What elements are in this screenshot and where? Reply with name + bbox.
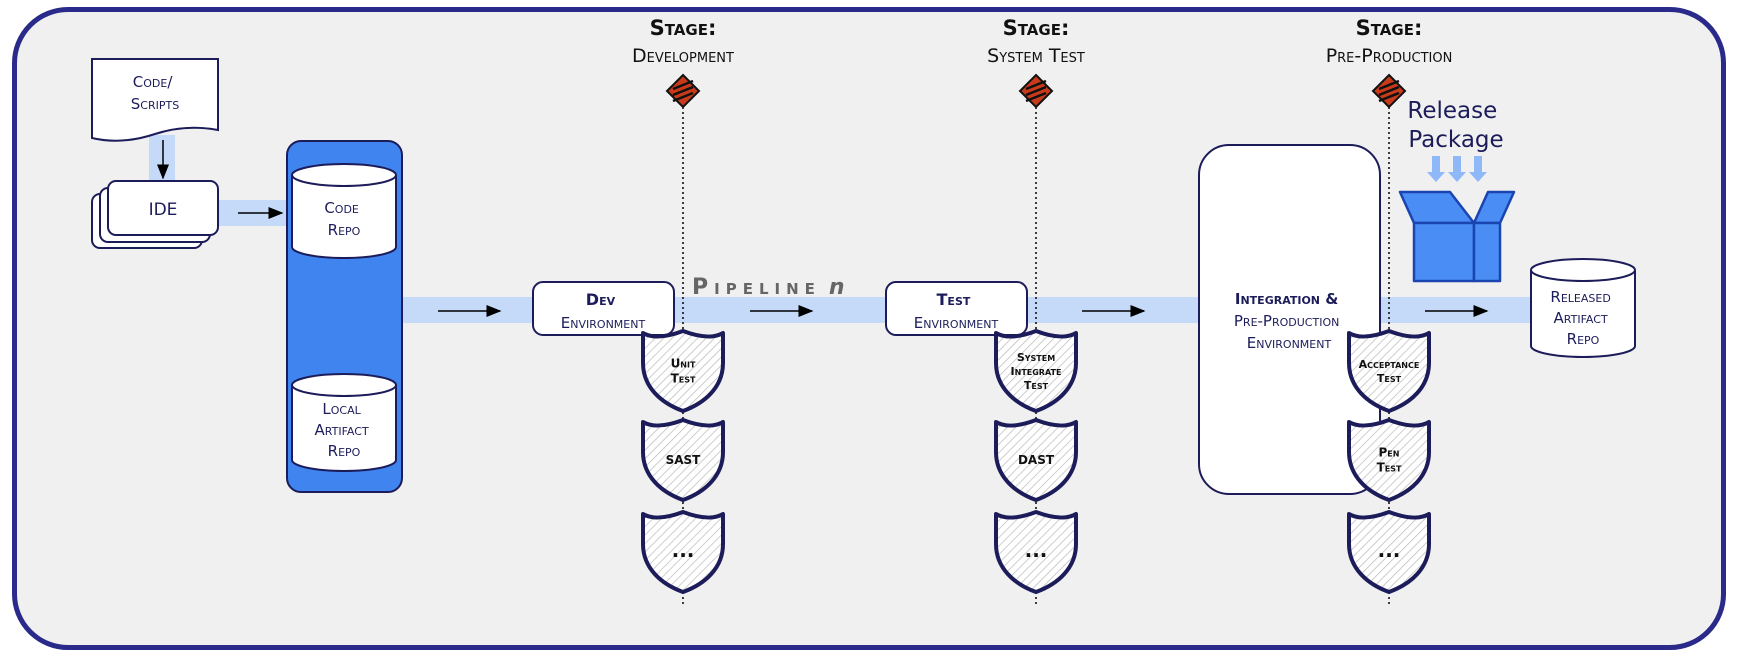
test-env-label-2: Environment — [914, 314, 999, 332]
stage-gate-icon — [1018, 73, 1054, 109]
test-env-label-1: Test — [937, 290, 971, 309]
svg-text:Local Artifact Rep: Local Artifact Repo — [315, 400, 374, 460]
stage-name: Pre-Production — [1326, 45, 1453, 67]
security-test-shield: ... — [994, 510, 1078, 594]
released-artifact-repo-cylinder — [1530, 258, 1636, 358]
int-env-label-3: Environment — [1247, 334, 1332, 352]
code-scripts-label-1: Code/ — [133, 73, 174, 91]
test-environment-box — [885, 281, 1028, 336]
dev-env-label-2: Environment — [561, 314, 646, 332]
released-repo-label-1: Released — [1550, 288, 1610, 306]
security-test-shield: SAST — [641, 418, 725, 502]
security-test-shield: DAST — [994, 418, 1078, 502]
security-test-shield: ... — [1347, 510, 1431, 594]
code-scripts-label-2: Scripts — [131, 95, 179, 113]
security-test-label: ... — [1378, 538, 1401, 562]
security-test-label: DAST — [1018, 453, 1055, 467]
ide-window — [107, 180, 219, 236]
local-repo-label-2: Artifact — [315, 421, 369, 439]
local-repo-label-3: Repo — [328, 442, 361, 460]
svg-text:Test Environment: Test Environment — [914, 290, 999, 332]
released-repo-label-2: Artifact — [1554, 309, 1608, 327]
code-scripts-document — [91, 58, 219, 142]
release-package-box-icon — [1398, 190, 1516, 283]
doc-connector — [149, 135, 175, 185]
stage-label: Stage: — [1003, 16, 1070, 40]
int-env-label-2: Pre-Production — [1234, 312, 1339, 330]
integration-environment-box — [1198, 144, 1381, 495]
security-test-label: SAST — [666, 453, 702, 467]
svg-text:Release Package: Release Package — [1407, 98, 1504, 153]
stage-label: Stage: — [1356, 16, 1423, 40]
stage-label: Stage: — [650, 16, 717, 40]
stage-header-dev: Stage: Development — [632, 16, 734, 67]
svg-text:Integration & Pre-Produc: Integration & Pre-Production Environment — [1234, 290, 1344, 352]
release-package-label-2: Package — [1408, 127, 1503, 153]
stage-header-system: Stage: System Test — [987, 16, 1085, 67]
code-repo-label-2: Repo — [328, 221, 361, 239]
release-package-label-1: Release — [1407, 98, 1497, 124]
security-test-shield: ... — [641, 510, 725, 594]
released-repo-label-3: Repo — [1567, 330, 1600, 348]
svg-text:Code Repo: Code Repo — [324, 199, 363, 239]
svg-text:Dev Environment: Dev Environment — [561, 290, 646, 332]
svg-text:Code/ Scripts: Code/ Scripts — [131, 73, 179, 113]
local-repo-label-1: Local — [322, 400, 361, 418]
dev-env-label-1: Dev — [586, 290, 616, 309]
int-env-label-1: Integration & — [1235, 290, 1338, 308]
stage-header-preprod: Stage: Pre-Production — [1326, 16, 1453, 67]
stage-name: Development — [632, 45, 734, 67]
release-package-arrows — [1427, 156, 1487, 182]
ide-label: IDE — [149, 200, 178, 220]
code-repo-cylinder — [291, 163, 397, 259]
stage-gate-icon — [665, 73, 701, 109]
security-test-label: ... — [1025, 538, 1048, 562]
code-repo-label-1: Code — [324, 199, 359, 217]
local-artifact-repo-cylinder — [291, 373, 397, 472]
stage-gate-icon — [1371, 73, 1407, 109]
svg-text:Released Artifact: Released Artifact Repo — [1550, 288, 1615, 348]
stage-name: System Test — [987, 45, 1085, 67]
security-test-label: ... — [672, 538, 695, 562]
dev-environment-box — [532, 281, 675, 336]
